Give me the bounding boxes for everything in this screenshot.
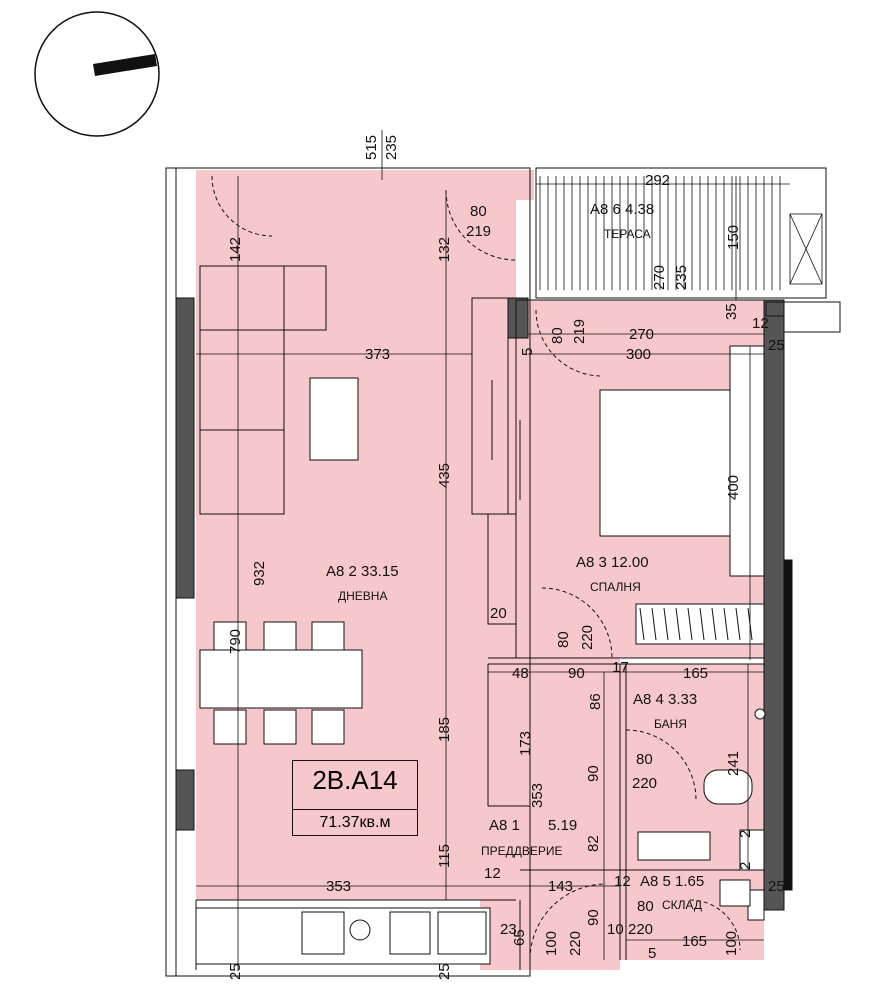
terrace-hatch (539, 176, 823, 290)
dim-80c: 80 (555, 631, 572, 648)
dim-25a: 25 (768, 337, 785, 354)
dim-143: 143 (548, 878, 574, 895)
dim-219a: 219 (466, 223, 492, 240)
dim-80a: 80 (470, 203, 487, 220)
dim-2a: 2 (737, 829, 754, 838)
dim-65: 65 (511, 929, 528, 946)
room-fills (196, 170, 764, 970)
dim-25d: 25 (436, 963, 453, 980)
dim-12a: 12 (752, 315, 769, 332)
dim-86: 86 (587, 693, 604, 710)
coffee-table (309, 377, 359, 461)
dim-353: 353 (326, 878, 352, 895)
dim-165a: 165 (683, 665, 709, 682)
dim-400: 400 (725, 474, 742, 500)
dim-300: 300 (626, 346, 652, 363)
dim-435: 435 (436, 462, 453, 488)
sofa (199, 265, 327, 515)
dim-25b: 25 (768, 878, 785, 895)
room-name-bathroom: БАНЯ (654, 717, 687, 731)
dim-185: 185 (436, 716, 453, 742)
wardrobe (635, 603, 765, 645)
dim-20: 20 (490, 605, 507, 622)
dim-10: 10 (607, 921, 624, 938)
dim-terrace-150: 150 (725, 224, 742, 250)
room-id-hall: A8 1 (489, 817, 520, 834)
dim-100a: 100 (543, 930, 560, 956)
dim-220c: 220 (567, 930, 584, 956)
dim-80b: 80 (549, 327, 566, 344)
dim-35: 35 (723, 303, 740, 320)
dim-5: 5 (519, 347, 536, 356)
dim-80d: 80 (636, 751, 653, 768)
room-area-hall: 5.19 (548, 817, 578, 834)
dim-132: 132 (436, 236, 453, 262)
room-name-storage: СКЛАД (662, 898, 703, 912)
room-id-storage: A8 5 1.65 (640, 873, 705, 890)
dim-220d: 220 (628, 921, 654, 938)
dim-17: 17 (612, 659, 629, 676)
walls (165, 167, 841, 977)
dim-241: 241 (725, 750, 742, 776)
dim-top-235: 235 (383, 134, 400, 160)
room-name-hall: ПРЕДДВЕРИЕ (481, 844, 563, 858)
dim-80e: 80 (637, 898, 654, 915)
room-id-terrace: A8 6 4.38 (590, 201, 655, 218)
dim-220b: 220 (632, 775, 658, 792)
dim-12b: 12 (484, 865, 501, 882)
room-name-living: ДНЕВНА (338, 589, 388, 603)
dim-2b: 2 (737, 861, 754, 870)
dim-48: 48 (512, 665, 529, 682)
dim-115: 115 (436, 844, 453, 868)
dim-353-vertical: 353 (529, 782, 546, 808)
room-name-bedroom: СПАЛНЯ (590, 580, 641, 594)
dim-220a: 220 (579, 624, 596, 650)
dim-terrace-235: 235 (673, 264, 690, 290)
room-id-bathroom: A8 4 3.33 (633, 691, 698, 708)
dim-790: 790 (227, 628, 244, 654)
room-name-terrace: ТЕРАСА (604, 227, 651, 241)
room-id-bedroom: A8 3 12.00 (576, 554, 649, 571)
dim-top-515: 515 (363, 134, 380, 160)
dim-219b: 219 (571, 318, 588, 344)
dining-set (199, 621, 363, 745)
room-id-living: A8 2 33.15 (326, 563, 399, 580)
bathroom-fixtures (637, 708, 766, 921)
unit-code: 2B.A14 (312, 765, 398, 795)
bed (599, 345, 765, 577)
dim-23: 23 (500, 921, 517, 938)
dim-terrace-292: 292 (645, 172, 671, 189)
unit-area: 71.37кв.м (293, 809, 417, 832)
dim-90a: 90 (568, 665, 585, 682)
dim-12c: 12 (614, 873, 631, 890)
dim-373: 373 (365, 346, 391, 363)
dim-142: 142 (227, 236, 244, 262)
dim-932: 932 (251, 560, 268, 586)
dim-173: 173 (517, 730, 534, 756)
dim-165b: 165 (682, 933, 708, 950)
dim-25c: 25 (227, 963, 244, 980)
door-swings (211, 175, 741, 961)
dim-90c: 90 (585, 909, 602, 926)
dim-terrace-270: 270 (651, 264, 668, 290)
dim-5b: 5 (648, 945, 657, 962)
dim-90b: 90 (585, 765, 602, 782)
dim-82: 82 (585, 835, 602, 852)
dim-100b: 100 (723, 930, 740, 956)
dimension-lines (196, 130, 790, 970)
kitchen-counter (195, 907, 491, 965)
unit-tag: 2B.A14 71.37кв.м (292, 760, 418, 836)
compass-icon (34, 11, 160, 137)
dim-270: 270 (629, 326, 655, 343)
